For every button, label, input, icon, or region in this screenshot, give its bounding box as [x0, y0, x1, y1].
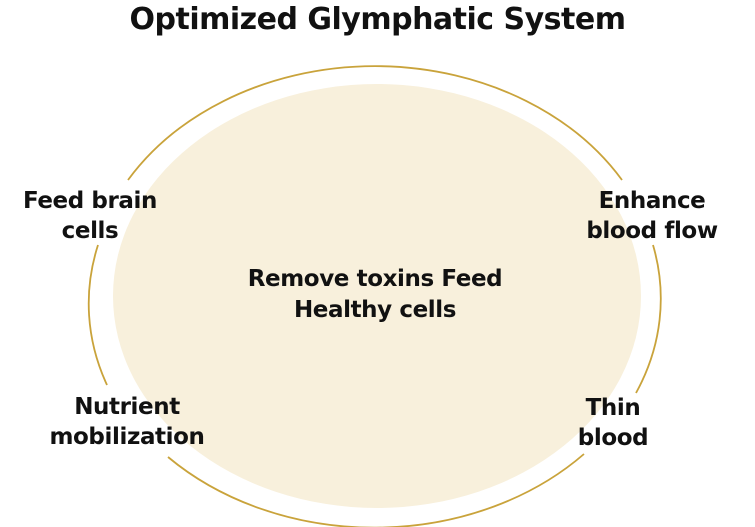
center-text-line2: Healthy cells [293, 297, 457, 323]
diagram-title: Optimized Glymphatic System [129, 2, 627, 37]
ring-arc-left [87, 244, 108, 386]
label-nutrient-mobilization-line1: Nutrient [74, 394, 180, 420]
ring-arc-bottom [167, 453, 585, 527]
label-thin-blood-line1: Thin [585, 395, 641, 421]
label-feed-brain-cells-line2: cells [61, 218, 119, 244]
label-enhance-blood-flow-line2: blood flow [586, 218, 718, 244]
center-text: Remove toxins Feed Healthy cells [200, 264, 550, 326]
label-nutrient-mobilization: Nutrient mobilization [36, 392, 218, 452]
label-feed-brain-cells-line1: Feed brain [22, 188, 158, 214]
label-thin-blood-line2: blood [577, 425, 649, 451]
label-enhance-blood-flow: Enhance blood flow [572, 186, 732, 246]
ring-arc-top [127, 65, 623, 181]
center-ellipse [113, 84, 641, 508]
label-enhance-blood-flow-line1: Enhance [598, 188, 706, 214]
ring-arc-right [635, 244, 662, 394]
label-thin-blood: Thin blood [553, 393, 673, 453]
label-nutrient-mobilization-line2: mobilization [49, 424, 205, 450]
center-text-line1: Remove toxins Feed [247, 266, 503, 292]
label-feed-brain-cells: Feed brain cells [10, 186, 170, 246]
